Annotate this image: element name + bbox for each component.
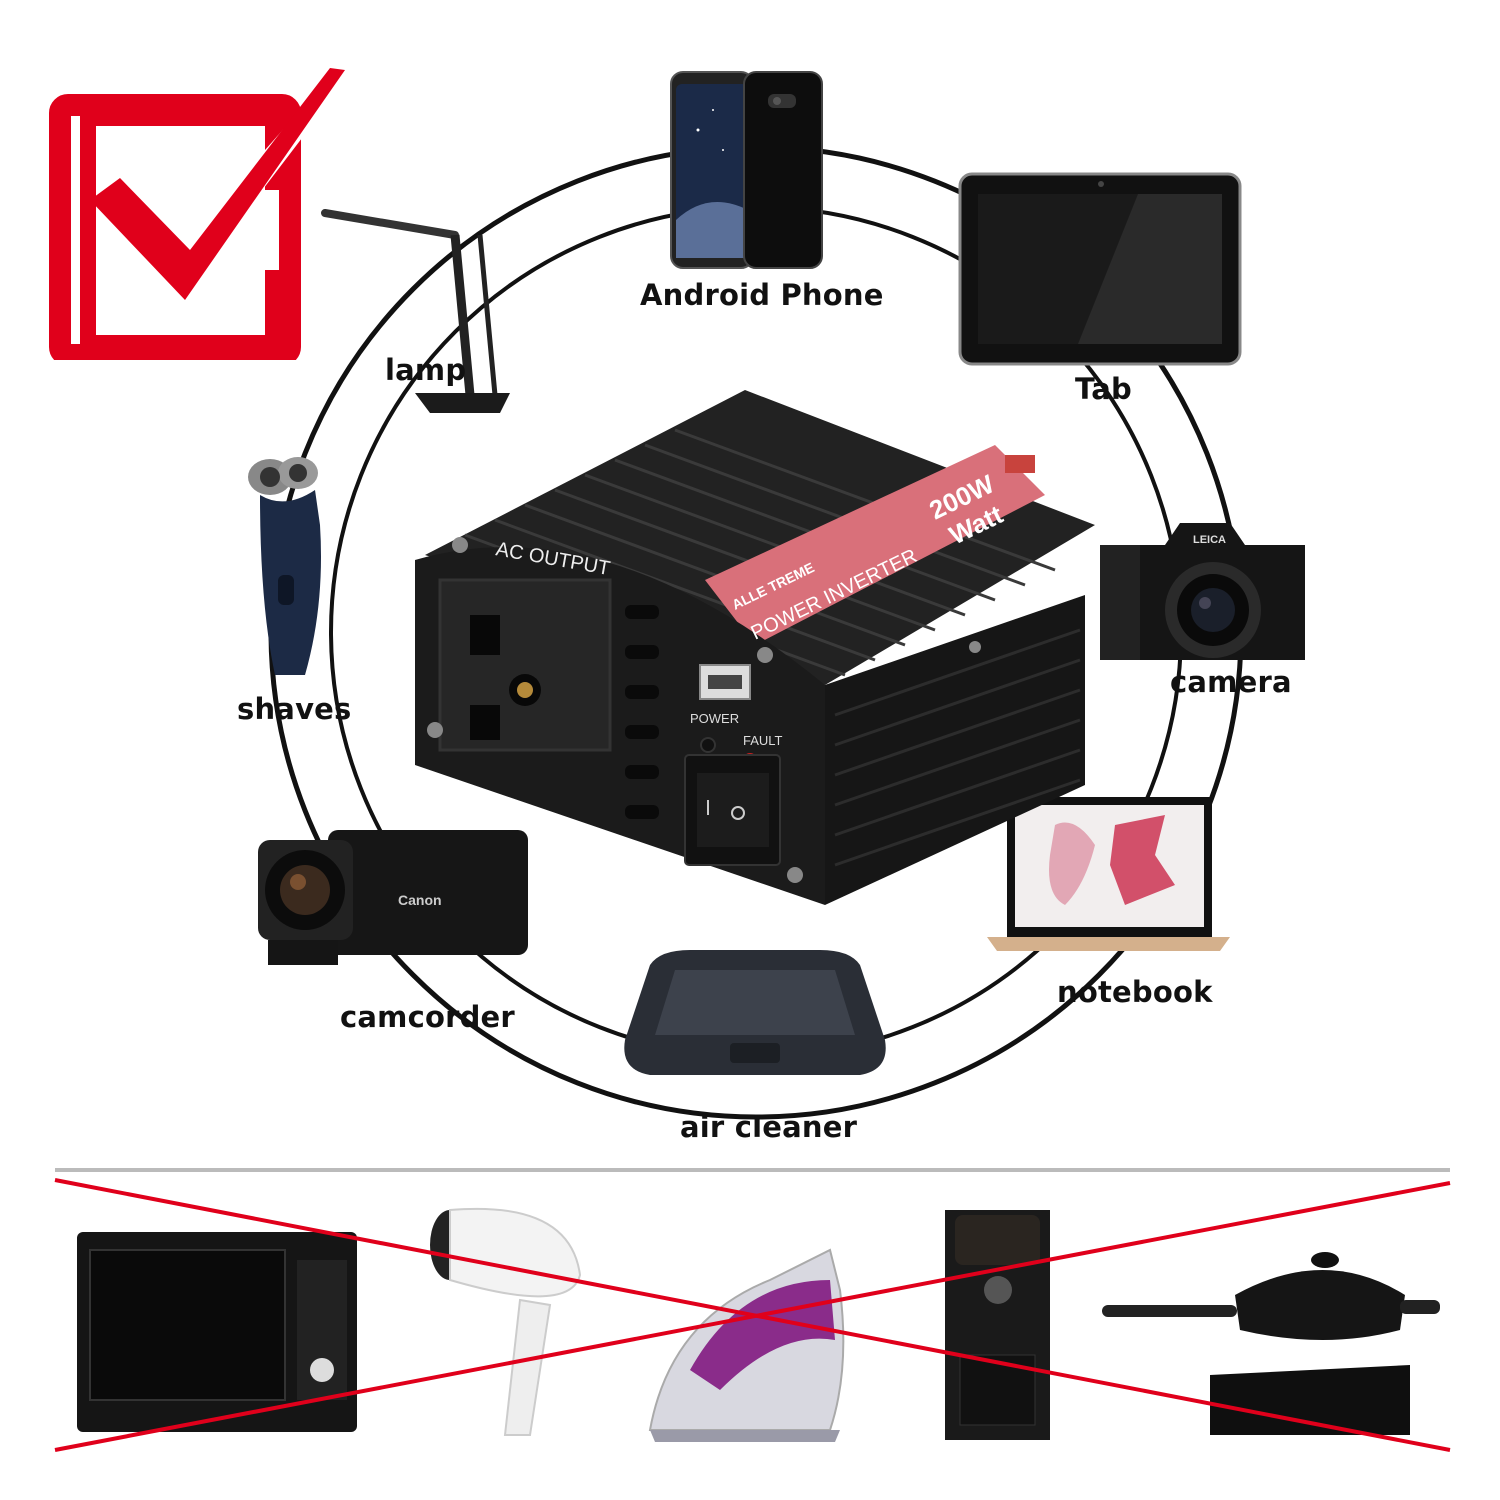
label-tab: Tab: [1075, 372, 1132, 406]
unsupported-strip-divider: [55, 1168, 1450, 1172]
notebook-icon: [987, 797, 1230, 951]
label-air-cleaner: air cleaner: [680, 1110, 858, 1144]
inverter-power-label: POWER: [690, 711, 739, 726]
label-camera: camera: [1170, 665, 1292, 699]
label-shaves: shaves: [237, 692, 352, 726]
inverter-fault-label: FAULT: [743, 733, 783, 748]
label-notebook: notebook: [1057, 975, 1213, 1009]
air-cleaner-icon: [624, 950, 886, 1075]
microwave-oven-icon: [77, 1232, 357, 1432]
coffee-maker-icon: [945, 1210, 1050, 1440]
label-camcorder: camcorder: [340, 1000, 515, 1034]
label-lamp: lamp: [385, 353, 467, 387]
label-android-phone: Android Phone: [640, 278, 884, 312]
red-checkmark-icon: [49, 65, 350, 360]
power-inverter: AC OUTPUT ALLE TREME POWER INVERTER 200W…: [415, 390, 1095, 905]
camcorder-icon: Canon: [258, 830, 528, 965]
svg-text:Canon: Canon: [398, 892, 442, 908]
shaver-icon: [248, 457, 321, 675]
svg-text:LEICA: LEICA: [1193, 534, 1226, 546]
camera-icon: LEICA: [1100, 523, 1305, 660]
tablet-icon: [958, 172, 1242, 366]
lamp-icon: [321, 209, 510, 413]
phone-icon: [670, 71, 823, 269]
induction-cooker-with-pan-icon: [1102, 1252, 1440, 1435]
